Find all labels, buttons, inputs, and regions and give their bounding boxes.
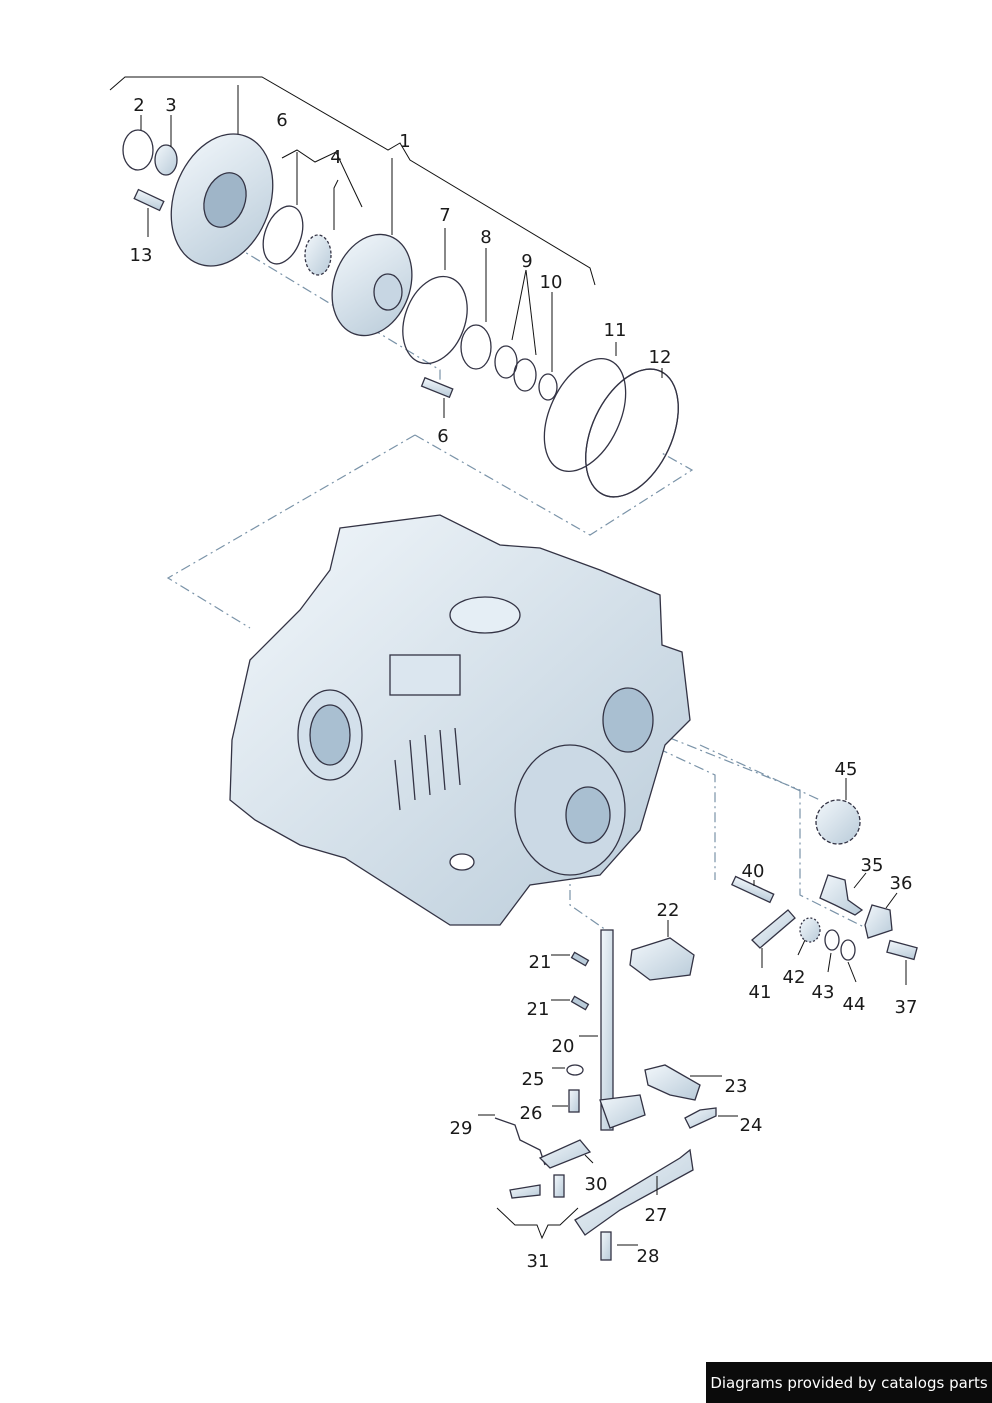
credit-banner: Diagrams provided by catalogs parts bbox=[706, 1362, 992, 1403]
ring-9a bbox=[494, 345, 518, 379]
pin-21b bbox=[570, 995, 590, 1011]
bolt-6 bbox=[420, 376, 454, 399]
gasket-12 bbox=[585, 368, 679, 498]
callout-21-upper: 21 bbox=[528, 952, 552, 973]
callout-37: 37 bbox=[894, 997, 918, 1018]
callout-7: 7 bbox=[439, 205, 451, 226]
washer-43 bbox=[824, 929, 840, 951]
gear-45 bbox=[815, 799, 861, 845]
part-31b bbox=[553, 1174, 565, 1198]
spring-42 bbox=[799, 917, 821, 943]
pump-cover bbox=[331, 233, 413, 337]
seal-ring-2 bbox=[122, 129, 154, 171]
callout-36: 36 bbox=[889, 873, 913, 894]
pin-40 bbox=[730, 875, 775, 904]
callout-43: 43 bbox=[811, 982, 835, 1003]
callout-1: 1 bbox=[399, 131, 411, 152]
part-31a bbox=[509, 1184, 541, 1199]
callout-24: 24 bbox=[739, 1115, 763, 1136]
callout-4: 4 bbox=[330, 147, 342, 168]
lower-parts bbox=[494, 929, 717, 1261]
group-bracket bbox=[109, 76, 596, 286]
ring-9b bbox=[513, 358, 537, 392]
callout-21-lower: 21 bbox=[526, 999, 550, 1020]
callout-8: 8 bbox=[480, 227, 492, 248]
upper-parts bbox=[122, 129, 679, 498]
assembly-lines bbox=[166, 224, 871, 931]
bracket-35 bbox=[819, 874, 864, 916]
callout-20: 20 bbox=[551, 1036, 575, 1057]
callout-31: 31 bbox=[526, 1251, 550, 1272]
bushing-3 bbox=[154, 144, 178, 176]
callout-23: 23 bbox=[724, 1076, 748, 1097]
callout-28: 28 bbox=[636, 1246, 660, 1267]
lever-41 bbox=[751, 909, 796, 949]
callout-2: 2 bbox=[133, 95, 145, 116]
gear-ring-outer bbox=[262, 205, 304, 265]
right-parts bbox=[730, 799, 918, 961]
leader-lines bbox=[140, 115, 907, 1246]
callout-13: 13 bbox=[129, 245, 153, 266]
ring-8 bbox=[460, 324, 492, 370]
callout-22: 22 bbox=[656, 900, 680, 921]
callout-6-lower: 6 bbox=[437, 426, 449, 447]
callout-3: 3 bbox=[165, 95, 177, 116]
pin-21a bbox=[570, 951, 590, 967]
transmission-housing bbox=[229, 514, 691, 926]
callout-25: 25 bbox=[521, 1069, 545, 1090]
callout-9: 9 bbox=[521, 251, 533, 272]
bracket-36 bbox=[864, 904, 893, 939]
lever-23 bbox=[644, 1064, 701, 1101]
ring-10 bbox=[538, 373, 558, 401]
callout-10: 10 bbox=[539, 272, 563, 293]
callout-40: 40 bbox=[741, 861, 765, 882]
bracket-22 bbox=[629, 937, 695, 981]
seal-11 bbox=[543, 357, 627, 473]
callout-6-upper: 6 bbox=[276, 110, 288, 131]
callout-44: 44 bbox=[842, 994, 866, 1015]
bolt-37 bbox=[886, 939, 918, 961]
bolt-26 bbox=[568, 1089, 580, 1113]
plate-30 bbox=[538, 1139, 592, 1169]
spring-29 bbox=[494, 1117, 546, 1166]
pump-housing bbox=[170, 133, 274, 267]
callout-30: 30 bbox=[584, 1174, 608, 1195]
callout-41: 41 bbox=[748, 982, 772, 1003]
callout-27: 27 bbox=[644, 1205, 668, 1226]
lever-27 bbox=[574, 1148, 694, 1236]
gear-ring-inner bbox=[304, 234, 332, 276]
washer-25 bbox=[566, 1064, 584, 1076]
callout-35: 35 bbox=[860, 855, 884, 876]
bolt-13 bbox=[133, 188, 165, 212]
o-ring-7 bbox=[402, 275, 468, 365]
washer-44 bbox=[840, 939, 856, 961]
bolt-28 bbox=[600, 1231, 612, 1261]
connector-24 bbox=[684, 1107, 717, 1129]
callout-12: 12 bbox=[648, 347, 672, 368]
callout-26: 26 bbox=[519, 1103, 543, 1124]
callout-45: 45 bbox=[834, 759, 858, 780]
callout-29: 29 bbox=[449, 1118, 473, 1139]
callout-11: 11 bbox=[603, 320, 627, 341]
callout-42: 42 bbox=[782, 967, 806, 988]
shift-shaft-20 bbox=[600, 929, 614, 1131]
